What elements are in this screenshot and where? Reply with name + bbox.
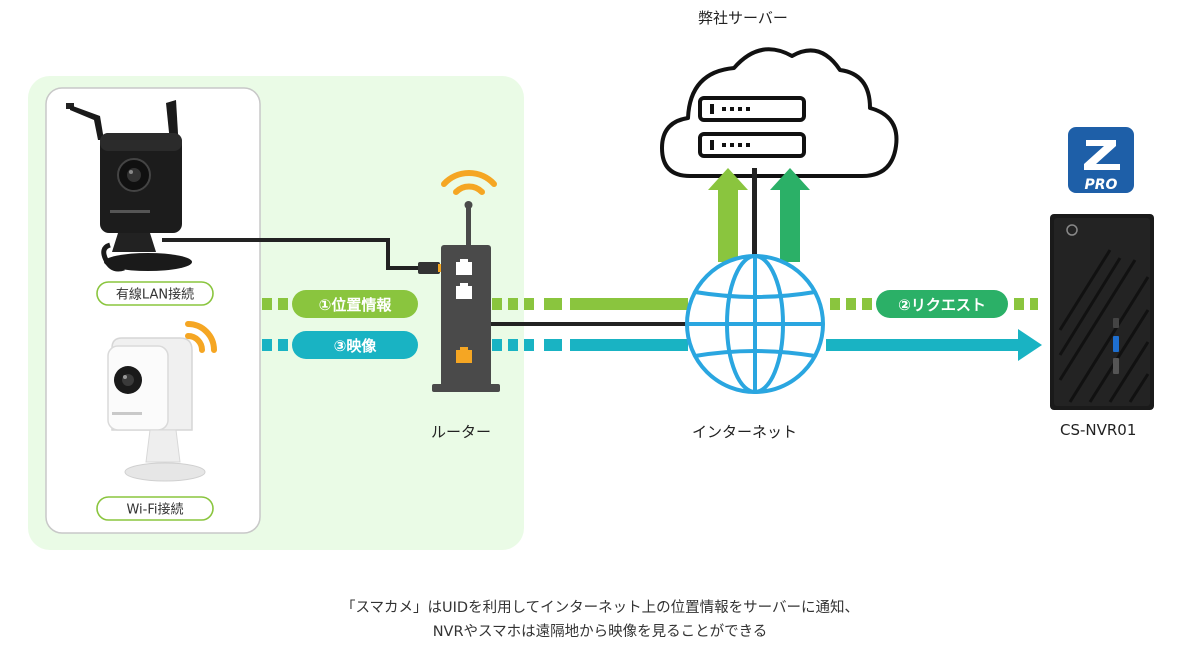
router-label: ルーター xyxy=(431,423,492,441)
wifi-badge: Wi-Fi接続 xyxy=(96,496,214,521)
ethernet-cable xyxy=(162,238,442,274)
caption-line-2: NVRやスマホは遠隔地から映像を見ることができる xyxy=(432,624,768,640)
app-logo-icon: PRO xyxy=(1068,127,1134,193)
router xyxy=(432,201,500,392)
wired-badge: 有線LAN接続 xyxy=(96,281,214,306)
wired-badge-label: 有線LAN接続 xyxy=(116,287,194,303)
location-pill: ①位置情報 xyxy=(292,290,418,318)
nvr-label: CS-NVR01 xyxy=(1060,421,1137,439)
wifi-icon-router xyxy=(441,170,497,195)
caption-line-1: 「スマカメ」はUIDを利用してインターネット上の位置情報をサーバーに通知、 xyxy=(340,600,860,616)
server-internet-link xyxy=(752,168,757,262)
wifi-badge-label: Wi-Fi接続 xyxy=(126,502,183,518)
server-label: 弊社サーバー xyxy=(698,9,788,27)
wired-camera xyxy=(66,100,192,272)
internet-label: インターネット xyxy=(692,423,798,441)
logo-text: PRO xyxy=(1085,177,1118,193)
request-pill-label: ②リクエスト xyxy=(898,296,986,314)
internet-globe-icon xyxy=(685,254,825,394)
wifi-icon-camera xyxy=(185,321,217,353)
video-pill: ③映像 xyxy=(292,331,418,359)
upload-arrow-location xyxy=(708,168,748,262)
upload-arrow-request xyxy=(770,168,810,262)
video-flow-line xyxy=(262,329,1042,361)
wifi-camera xyxy=(107,337,206,482)
cloud-server xyxy=(660,47,899,178)
request-pill: ②リクエスト xyxy=(876,290,1008,318)
location-pill-label: ①位置情報 xyxy=(319,296,393,314)
video-pill-label: ③映像 xyxy=(334,337,378,355)
router-internet-link xyxy=(488,322,690,326)
location-flow-line xyxy=(262,298,1038,310)
camera-group-frame xyxy=(45,87,261,534)
nvr-device xyxy=(1050,214,1154,410)
